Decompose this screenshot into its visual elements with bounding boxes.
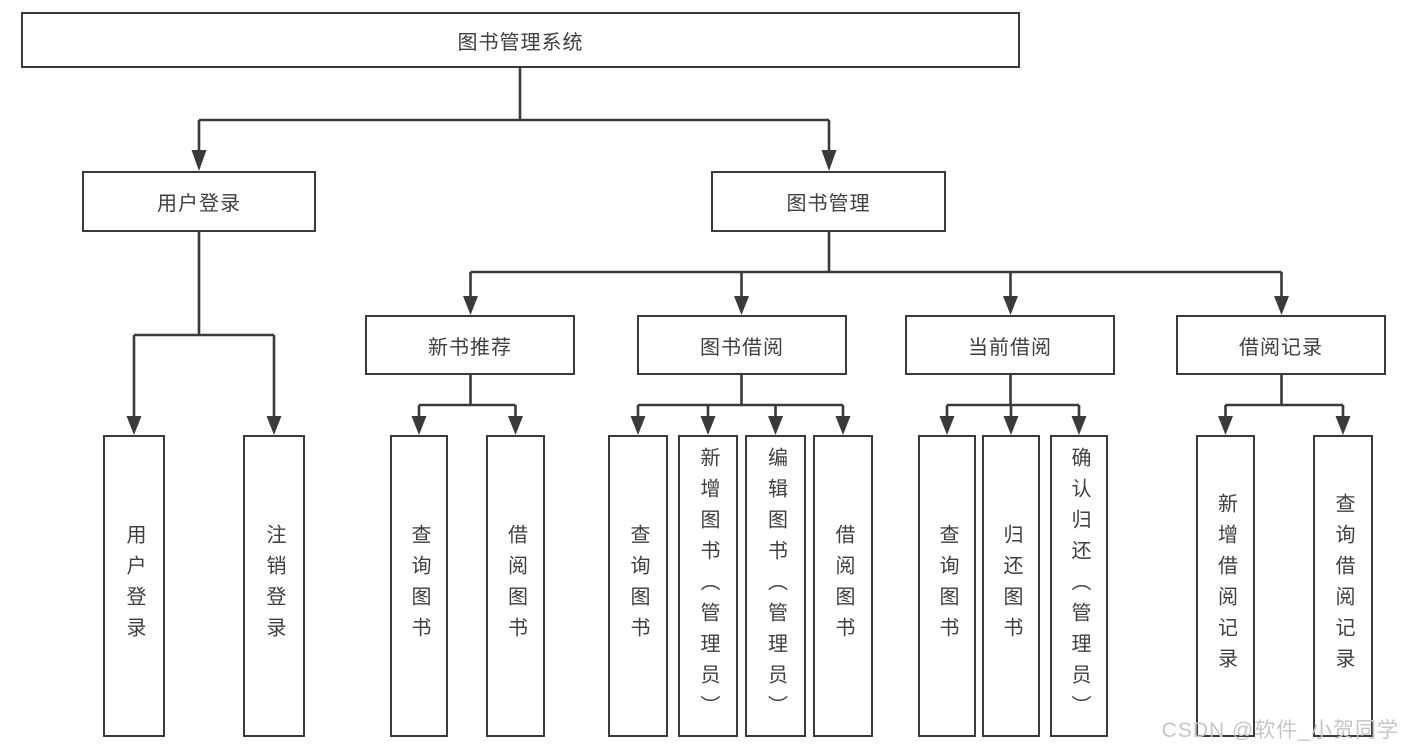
leaf-add-books-admin: 新增图书（管理员）: [678, 435, 738, 737]
node-book-borrow: 图书借阅: [637, 315, 847, 375]
leaf-label: 借阅图书: [504, 524, 527, 648]
node-new-book-recommend: 新书推荐: [365, 315, 575, 375]
node-label: 图书管理系统: [457, 31, 584, 54]
node-current-borrow: 当前借阅: [905, 315, 1115, 375]
leaf-label: 确认归还（管理员）: [1068, 446, 1090, 726]
node-label: 用户登录: [157, 193, 241, 215]
edge-root-to-level2: [197, 68, 831, 152]
leaf-label: 编辑图书（管理员）: [764, 446, 787, 726]
leaf-user-login: 用户登录: [103, 435, 165, 737]
node-label: 借阅记录: [1239, 336, 1323, 359]
edge-book-management-to-level3: [469, 232, 1283, 298]
node-library-management-system: 图书管理系统: [21, 12, 1020, 68]
leaf-label: 查询图书: [936, 524, 958, 648]
edge-borrow-records-to-leaves: [1224, 375, 1345, 418]
node-label: 图书借阅: [700, 336, 784, 359]
leaf-borrow-books: 借阅图书: [813, 435, 873, 737]
leaf-label: 归还图书: [1000, 524, 1022, 648]
node-book-management: 图书管理: [711, 171, 946, 232]
node-user-login: 用户登录: [82, 171, 316, 232]
edge-user-login-to-leaves: [132, 232, 276, 418]
edge-new-book-recommend-to-leaves: [417, 375, 517, 418]
leaf-query-books: 查询图书: [390, 435, 448, 737]
leaf-label: 新增图书（管理员）: [697, 446, 719, 726]
leaf-query-borrow-record: 查询借阅记录: [1313, 435, 1373, 737]
leaf-query-books: 查询图书: [918, 435, 976, 737]
leaf-query-books: 查询图书: [608, 435, 668, 737]
edge-current-borrow-to-leaves: [945, 375, 1081, 418]
csdn-watermark: CSDN @软件_小贺同学: [1161, 719, 1399, 742]
leaf-add-borrow-record: 新增借阅记录: [1196, 435, 1255, 737]
node-label: 当前借阅: [968, 336, 1052, 359]
leaf-label: 新增借阅记录: [1214, 493, 1237, 679]
edge-book-borrow-to-leaves: [636, 375, 845, 418]
leaf-label: 用户登录: [123, 524, 145, 648]
leaf-label: 注销登录: [263, 524, 285, 648]
leaf-edit-books-admin: 编辑图书（管理员）: [745, 435, 806, 737]
node-label: 图书管理: [786, 193, 871, 215]
leaf-return-books: 归还图书: [982, 435, 1040, 737]
leaf-label: 查询借阅记录: [1332, 493, 1354, 679]
node-label: 新书推荐: [428, 336, 512, 359]
leaf-label: 查询图书: [627, 524, 649, 648]
leaf-label: 借阅图书: [832, 524, 854, 648]
leaf-confirm-return-admin: 确认归还（管理员）: [1050, 435, 1108, 737]
leaf-logout: 注销登录: [243, 435, 305, 737]
leaf-borrow-books: 借阅图书: [486, 435, 545, 737]
node-borrow-records: 借阅记录: [1176, 315, 1386, 375]
leaf-label: 查询图书: [408, 524, 430, 648]
arrowheads: [126, 150, 1351, 435]
